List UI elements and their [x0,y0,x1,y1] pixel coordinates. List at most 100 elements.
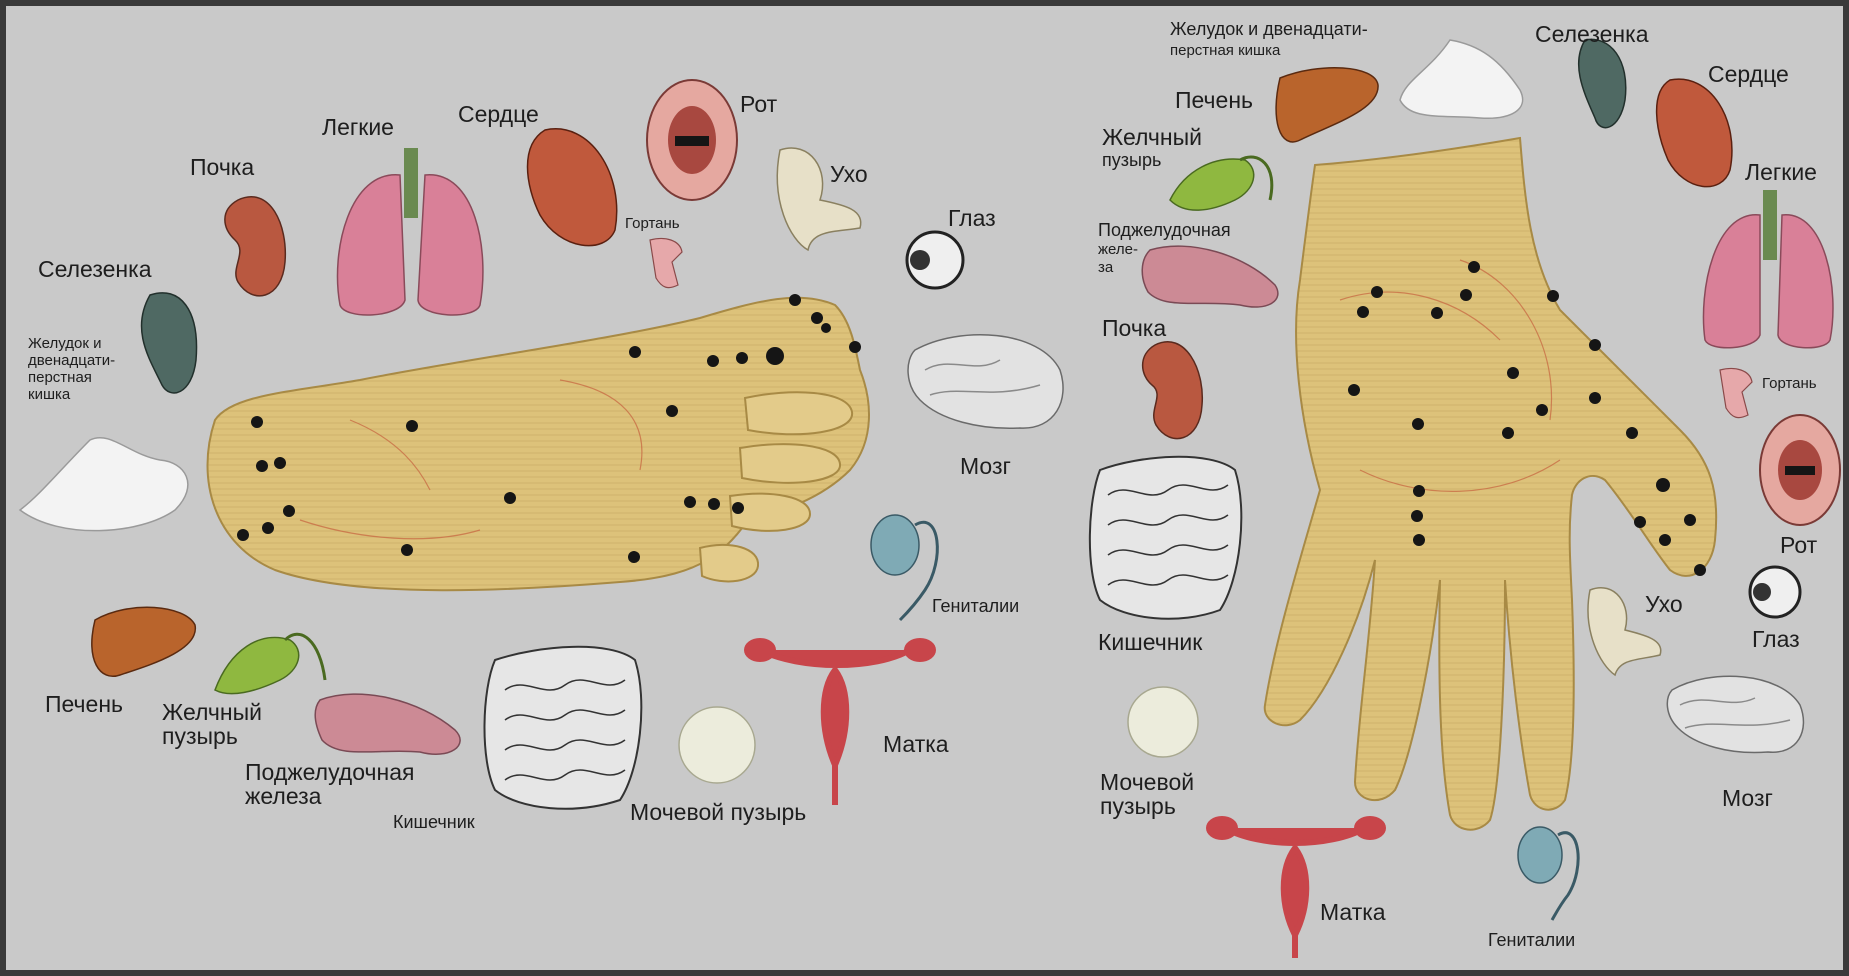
hand-label-eye: Глаз [1752,626,1800,652]
hand-label-heart: Сердце [1708,61,1789,87]
toe-5 [700,545,758,582]
hand-label-lungs: Легкие [1745,159,1817,185]
reflex-point [237,529,249,541]
reflex-point [1589,392,1601,404]
reflex-point [732,502,744,514]
genitals-icon [1518,827,1562,883]
hand-label-mouth: Рот [1780,532,1818,558]
hand-label-pancreas-3: за [1098,259,1114,276]
ovary-right-icon [904,638,936,662]
reflex-point [1431,307,1443,319]
hand-label-bladder-1: Мочевой [1100,769,1194,795]
hand-label-gallbladder-2: пузырь [1102,150,1161,170]
foot-label-gallbladder-1: Желчный [162,699,262,725]
foot-label-ear: Ухо [830,161,868,187]
foot-label-spleen: Селезенка [38,256,152,282]
hand-label-pancreas-1: Поджелудочная [1098,220,1231,240]
teeth-icon [675,136,709,146]
foot-label-stomach-4: кишка [28,386,71,403]
foot-label-lungs: Легкие [322,114,394,140]
reflex-point [707,355,719,367]
reflex-point [1659,534,1671,546]
reflex-point [1413,485,1425,497]
foot-label-intestine: Кишечник [393,812,475,832]
ovary-right-icon [1354,816,1386,840]
toe-2 [745,392,852,434]
reflex-point [262,522,274,534]
foot-label-stomach-1: Желудок и [28,335,101,352]
reflex-point [504,492,516,504]
reflex-point [1411,510,1423,522]
reflex-point [628,551,640,563]
reflex-point [811,312,823,324]
bladder-icon [1128,687,1198,757]
reflex-point [1468,261,1480,273]
foot-label-kidney: Почка [190,154,254,180]
toe-3 [740,444,840,483]
hand-label-larynx: Гортань [1762,375,1817,392]
trachea-icon [1763,190,1777,260]
foot-label-eye: Глаз [948,205,996,231]
reflex-point [666,405,678,417]
foot-label-liver: Печень [45,691,123,717]
reflex-point [1502,427,1514,439]
hand-label-stomach-1: Желудок и двенадцати- [1170,19,1368,39]
hand-label-kidney: Почка [1102,315,1166,341]
reflex-point [1626,427,1638,439]
reflex-point [274,457,286,469]
reflex-point [1371,286,1383,298]
reflex-point [736,352,748,364]
reflex-point [1694,564,1706,576]
hand-label-pancreas-2: желе- [1098,241,1138,258]
hand-label-stomach-2: перстная кишка [1170,42,1281,59]
teeth-icon [1785,466,1815,475]
reflex-point [1589,339,1601,351]
hand-label-ear: Ухо [1645,591,1683,617]
hand-label-brain: Мозг [1722,785,1773,811]
reflex-point [821,323,831,333]
hand-label-intestine: Кишечник [1098,629,1203,655]
reflex-point [1413,534,1425,546]
reflex-point [1547,290,1559,302]
reflex-point [256,460,268,472]
hand-label-uterus: Матка [1320,899,1386,925]
reflex-point [629,346,641,358]
trachea-icon [404,148,418,218]
foot-label-stomach-2: двенадцати- [28,352,115,369]
foot-label-heart: Сердце [458,101,539,127]
foot-label-pancreas-2: железа [245,783,322,809]
reflex-point [684,496,696,508]
reflex-point [849,341,861,353]
reflex-point [1656,478,1670,492]
reflex-point [406,420,418,432]
reflex-point [1460,289,1472,301]
reflex-point [766,347,784,365]
reflex-point [1348,384,1360,396]
reflex-point [283,505,295,517]
foot-label-larynx: Гортань [625,215,680,232]
reflex-point [708,498,720,510]
genitals-icon [871,515,919,575]
foot-label-uterus: Матка [883,731,949,757]
hand-label-gallbladder-1: Желчный [1102,124,1202,150]
reflex-point [1684,514,1696,526]
foot-label-stomach-3: перстная [28,369,92,386]
reflex-point [789,294,801,306]
foot-label-gallbladder-2: пузырь [162,723,238,749]
hand-label-liver: Печень [1175,87,1253,113]
hand-label-genitals: Гениталии [1488,930,1575,950]
reflex-point [1412,418,1424,430]
bladder-icon [679,707,755,783]
foot-label-mouth: Рот [740,91,778,117]
reflex-point [1536,404,1548,416]
reflex-point [251,416,263,428]
eye-pupil-icon [910,250,930,270]
intestine-icon [484,647,641,809]
foot-label-genitals: Гениталии [932,596,1019,616]
foot-label-brain: Мозг [960,453,1011,479]
reflex-point [401,544,413,556]
hand-label-bladder-2: пузырь [1100,793,1176,819]
reflex-point [1357,306,1369,318]
ovary-left-icon [1206,816,1238,840]
